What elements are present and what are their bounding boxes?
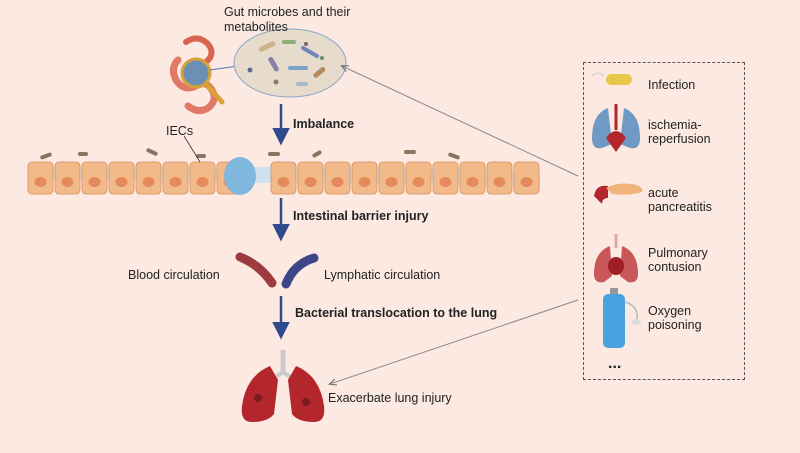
cell-nucleus (169, 177, 182, 187)
cell-nucleus (61, 177, 74, 187)
imbalance-label: Imbalance (293, 117, 355, 131)
legend-item-pulmonary-contusion: Pulmonary contusion (648, 246, 708, 274)
legend-more: ... (608, 355, 622, 372)
cell-nucleus (88, 177, 101, 187)
cell-nucleus (412, 177, 425, 187)
blood-circulation-label: Blood circulation (128, 268, 220, 282)
cell-nucleus (34, 177, 47, 187)
damaged-cell (224, 157, 256, 195)
cell-nucleus (466, 177, 479, 187)
legend-box (583, 62, 745, 380)
iecs-pointer (183, 135, 201, 163)
lymphatic-circulation-label: Lymphatic circulation (324, 268, 441, 282)
zoom-line (209, 65, 239, 71)
bacterium-icon (591, 72, 632, 85)
pulmonary-lungs-icon (594, 234, 638, 283)
gut-microbes-label: Gut microbes and their metabolites (224, 5, 351, 34)
oxygen-tank-icon (603, 288, 641, 348)
arrow-legend-to-lung (330, 299, 579, 384)
legend-item-infection: Infection (648, 78, 696, 92)
cell-nucleus (520, 177, 533, 187)
cell-nucleus (385, 177, 398, 187)
lung-injury-label: Exacerbate lung injury (328, 391, 452, 405)
barrier-injury-label: Intestinal barrier injury (293, 209, 429, 223)
pancreas-icon (594, 183, 643, 204)
cell-nucleus (277, 177, 290, 187)
cell-nucleus (115, 177, 128, 187)
cell-nucleus (331, 177, 344, 187)
legend-item-oxygen-poisoning: Oxygen poisoning (648, 304, 702, 332)
cell-nucleus (196, 177, 209, 187)
microbes-ellipse (233, 28, 347, 98)
intestinal-epithelium (27, 148, 540, 195)
cell-nucleus (493, 177, 506, 187)
iecs-label: IECs (166, 124, 194, 138)
cell-nucleus (439, 177, 452, 187)
lymph-vessel-icon (281, 253, 319, 289)
cell-nucleus (142, 177, 155, 187)
blood-vessel-icon (235, 252, 277, 288)
heart-lung-icon (592, 104, 640, 152)
translocation-label: Bacterial translocation to the lung (295, 306, 498, 320)
lungs-icon (241, 350, 325, 422)
legend-item-acute-pancreatitis: acute pancreatitis (648, 186, 712, 214)
legend-item-ischemia-reperfusion: ischemia-reperfusion (648, 118, 711, 146)
cell-nucleus (304, 177, 317, 187)
arrow-legend-to-microbes (342, 66, 579, 177)
magnifier-icon (180, 57, 225, 105)
cell-nucleus (358, 177, 371, 187)
epithelial-cells (27, 161, 540, 195)
